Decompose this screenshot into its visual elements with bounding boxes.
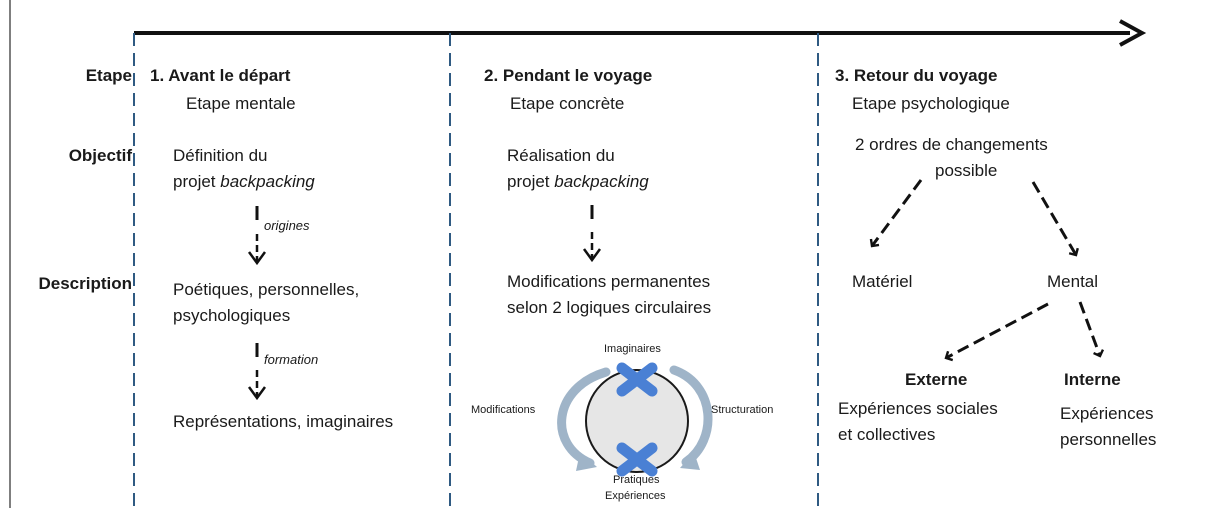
cycle-bottom-cross	[616, 442, 658, 477]
col3-interne-line1: Expériences	[1060, 404, 1154, 423]
col1-description-line2: psychologiques	[173, 306, 291, 325]
col1-arrow1-label: origines	[264, 218, 310, 233]
row-label-objectif: Objectif	[68, 146, 132, 165]
col1-subtitle: Etape mentale	[186, 94, 296, 113]
col3-interne-line2: personnelles	[1060, 430, 1157, 449]
cycle-ring	[585, 369, 689, 473]
col3-arrow-to-mental	[1031, 181, 1079, 257]
cycle-label-bottom-line2: Expériences	[605, 490, 666, 502]
col1-heading: 1. Avant le départ	[150, 66, 291, 85]
cycle-label-top: Imaginaires	[604, 343, 661, 355]
col3-branch-materiel: Matériel	[852, 272, 913, 291]
col3-heading: 3. Retour du voyage	[835, 66, 998, 85]
cycle-left-swoosh	[557, 367, 611, 468]
col3-interne-title: Interne	[1064, 370, 1121, 389]
col1-description-line1: Poétiques, personnelles,	[173, 280, 360, 299]
col2-description-line2: selon 2 logiques circulaires	[507, 298, 712, 317]
col1-objective-line2: projet backpacking	[173, 172, 315, 191]
col2-heading: 2. Pendant le voyage	[484, 66, 653, 85]
cycle-label-right: Structuration	[711, 404, 774, 416]
col3-branch-mental: Mental	[1047, 272, 1099, 291]
cycle-right-swoosh-head	[680, 452, 700, 470]
col1-result: Représentations, imaginaires	[173, 412, 394, 431]
timeline-arrowhead	[1119, 19, 1147, 47]
col1-arrow2-head	[247, 386, 267, 401]
cycle-left-swoosh-head	[576, 452, 597, 471]
col3-externe-line1: Expériences sociales	[838, 399, 998, 418]
row-label-etape: Etape	[85, 66, 132, 85]
col3-arrow-to-interne	[1078, 301, 1105, 358]
col2-objective-line2: projet backpacking	[507, 172, 649, 191]
col1-objective-line1: Définition du	[173, 146, 268, 165]
col3-objective-line2: possible	[935, 161, 998, 180]
col3-arrow-to-materiel	[869, 179, 923, 248]
row-label-description: Description	[38, 274, 132, 293]
cycle-label-left: Modifications	[471, 404, 536, 416]
col2-arrow-head	[582, 248, 602, 263]
cycle-top-cross	[616, 362, 658, 397]
col3-externe-title: Externe	[905, 370, 968, 389]
col2-description-line1: Modifications permanentes	[507, 272, 711, 291]
col3-externe-line2: et collectives	[838, 425, 936, 444]
cycle-right-swoosh	[669, 365, 713, 467]
col1-arrow1-head	[247, 251, 267, 266]
col1-arrow2-label: formation	[264, 352, 319, 367]
col2-objective-line1: Réalisation du	[507, 146, 615, 165]
col3-arrow-to-externe	[944, 302, 1049, 362]
cycle-label-bottom-line1: Pratiques	[613, 474, 660, 486]
col3-objective-line1: 2 ordres de changements	[855, 135, 1048, 154]
col3-subtitle: Etape psychologique	[852, 94, 1010, 113]
col2-subtitle: Etape concrète	[510, 94, 625, 113]
